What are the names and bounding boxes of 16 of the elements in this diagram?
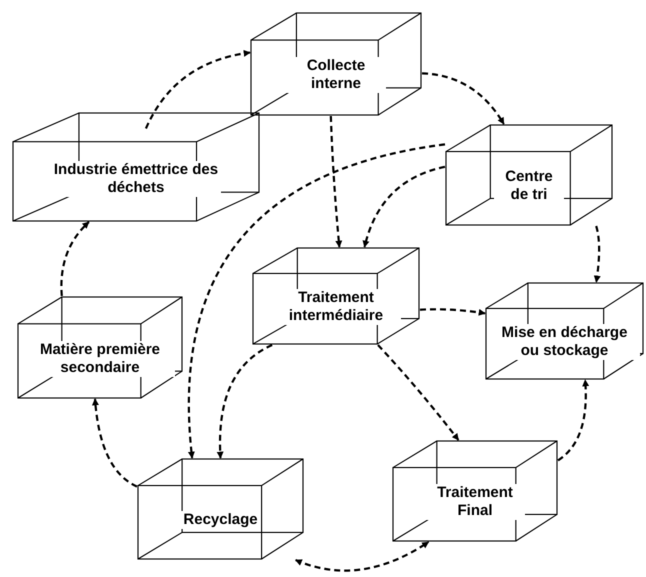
dashed-arrow	[188, 143, 446, 459]
box-label: Traitement Final	[425, 484, 525, 520]
dashed-arrow	[295, 541, 430, 572]
dashed-arrow	[330, 116, 342, 248]
dashed-arrow	[216, 344, 273, 459]
dashed-arrow	[377, 344, 460, 441]
box-label: Collecte interne	[286, 57, 386, 94]
dashed-arrow	[362, 166, 446, 248]
dashed-arrow	[60, 221, 90, 296]
box-label: Recyclage	[181, 511, 260, 530]
dashed-arrow	[422, 72, 505, 125]
dashed-arrow	[420, 308, 486, 316]
dashed-arrow	[92, 398, 138, 488]
dashed-arrow	[144, 50, 251, 129]
dashed-arrow	[594, 226, 601, 283]
dashed-arrow	[557, 379, 590, 462]
